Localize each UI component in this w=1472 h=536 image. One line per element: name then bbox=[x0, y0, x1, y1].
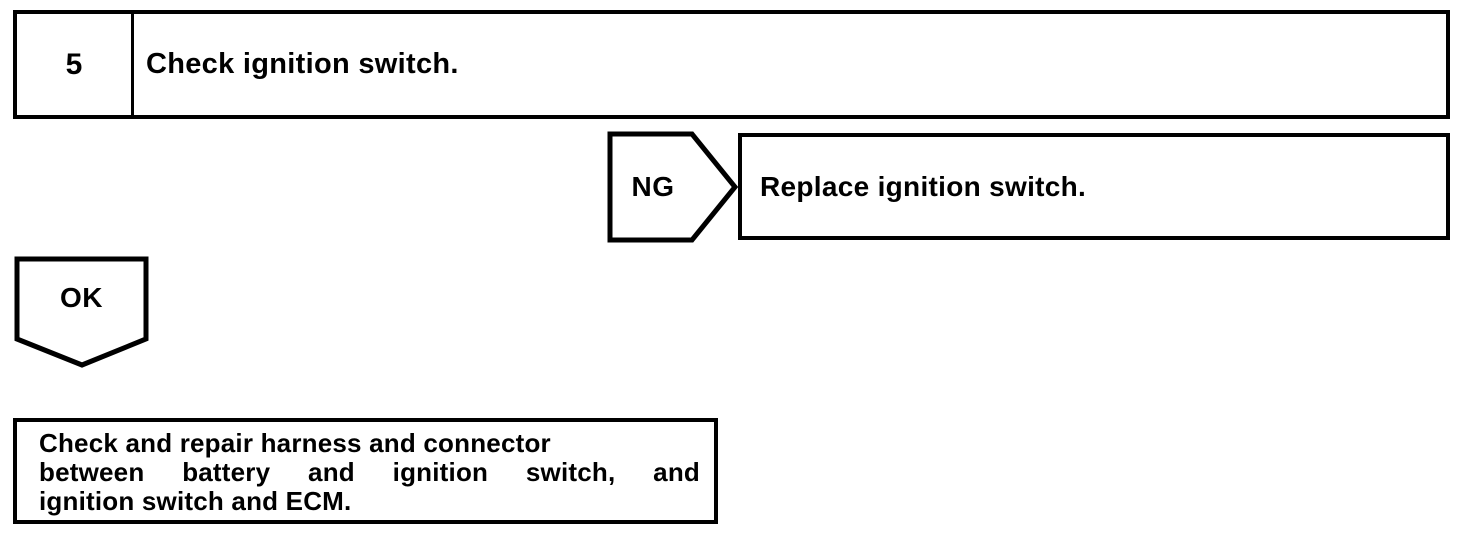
repair-action-line-1: Check and repair harness and connector bbox=[39, 428, 551, 458]
step-box: 5 Check ignition switch. bbox=[13, 10, 1450, 119]
replace-action-box: Replace ignition switch. bbox=[738, 133, 1450, 240]
repair-action-box: Check and repair harness and connector b… bbox=[13, 418, 718, 524]
ng-label: NG bbox=[631, 171, 675, 202]
repair-action-line-2: between battery and ignition switch, and bbox=[39, 457, 700, 487]
replace-action-text: Replace ignition switch. bbox=[760, 170, 1087, 202]
ng-connector: NG bbox=[606, 130, 740, 244]
ok-label: OK bbox=[60, 282, 103, 313]
ok-connector: OK bbox=[13, 255, 150, 369]
ok-pentagon-shape bbox=[14, 256, 149, 368]
repair-action-line-3: ignition switch and ECM. bbox=[39, 486, 352, 516]
ng-pentagon-shape bbox=[607, 131, 739, 243]
step-instruction: Check ignition switch. bbox=[146, 48, 459, 80]
step-number: 5 bbox=[17, 14, 134, 115]
